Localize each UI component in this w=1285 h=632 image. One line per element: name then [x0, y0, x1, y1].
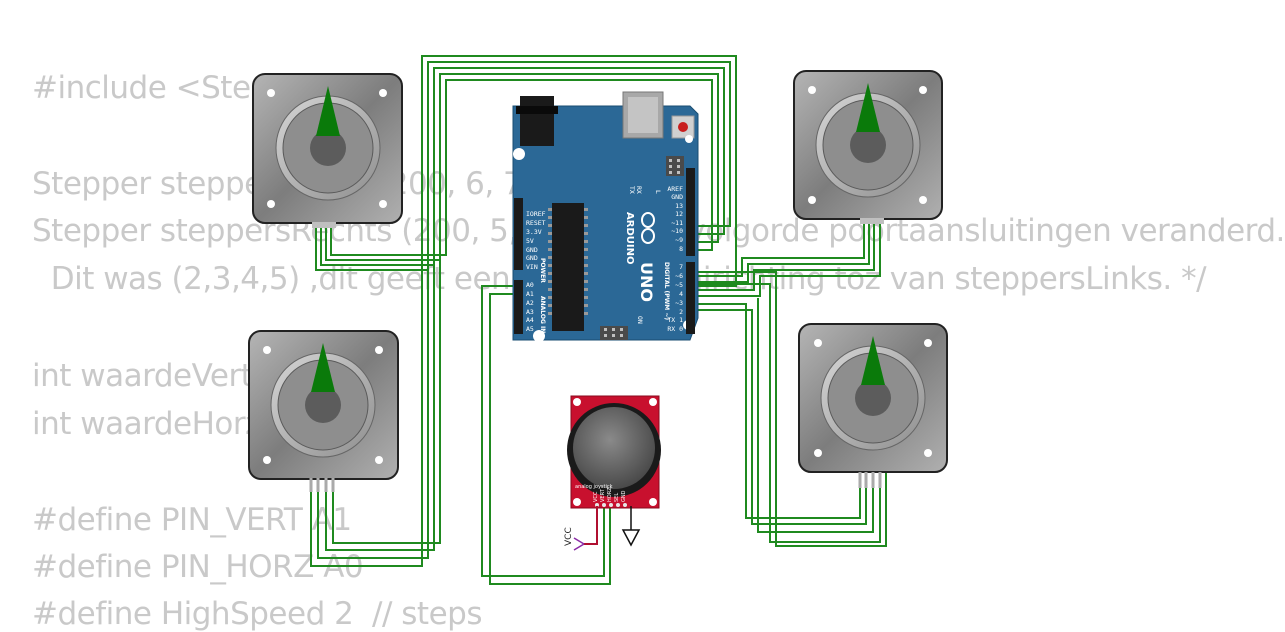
- vcc-wire: [584, 506, 598, 545]
- stepper-motor-icon: [248, 330, 399, 492]
- stepper-motor-icon: [793, 70, 943, 224]
- wire: [310, 55, 737, 567]
- vcc-symbol-icon: [573, 537, 585, 551]
- brand-label: ARDUINO: [624, 212, 635, 264]
- power-header: [514, 198, 523, 270]
- pin-label: ~9: [675, 236, 683, 244]
- on-label: ON: [636, 316, 644, 324]
- tx-label: TX: [628, 186, 636, 194]
- stepper-motor-icon: [252, 73, 403, 228]
- wire: [330, 79, 713, 256]
- wire: [325, 265, 435, 551]
- wire: [692, 309, 867, 525]
- power-jack: [520, 96, 554, 146]
- pin-label: ~3: [675, 299, 683, 307]
- pin-label: 13: [675, 202, 683, 210]
- microcontroller-chip: [552, 203, 584, 331]
- pin-label: ~10: [671, 227, 683, 235]
- wire: [489, 293, 611, 585]
- wire: [692, 303, 861, 519]
- pin-label: TX 1: [667, 316, 683, 324]
- pin-label: VERT: [600, 488, 606, 502]
- wire: [481, 285, 605, 577]
- pin-label: 2: [679, 308, 683, 316]
- model-label: UNO: [637, 262, 656, 302]
- pin-label: A5: [526, 325, 534, 333]
- power-label: POWER: [539, 258, 546, 283]
- pin-label: IOREF: [526, 210, 546, 218]
- pin-label: VIN: [526, 263, 538, 271]
- wires: [310, 55, 887, 585]
- ground-symbol-icon: [621, 506, 641, 547]
- pin-label: GND: [621, 490, 627, 502]
- stepper-motor-icon: [798, 323, 948, 488]
- digital-label: DIGITAL (PWM ~): [663, 262, 670, 320]
- joystick-pin-labels: VCC VERT HORZ SEL GND: [593, 487, 627, 502]
- analog-header: [514, 280, 523, 334]
- pin-label: RESET: [526, 219, 546, 227]
- l-label: L: [654, 190, 662, 194]
- digital-header-top: [686, 168, 695, 256]
- wire: [692, 218, 870, 283]
- joystick-label: analog joystick: [575, 484, 613, 490]
- digital-header-bottom: [686, 262, 695, 334]
- wire: [692, 218, 875, 291]
- wire: [332, 260, 441, 544]
- wire: [320, 67, 725, 266]
- wire: [757, 298, 874, 533]
- code-line: #define HighSpeed 2 // steps: [32, 596, 483, 632]
- pin-label: VCC: [593, 491, 599, 502]
- wire: [692, 218, 865, 277]
- wire: [692, 283, 881, 543]
- code-line: int waardeHorz;: [32, 406, 271, 442]
- circuit-diagram: IOREF RESET 3.3V 5V GND GND VIN A0 A1 A2…: [248, 55, 948, 585]
- wire: [317, 270, 429, 559]
- pin-label: A3: [526, 308, 534, 316]
- pin-label: 5V: [526, 237, 534, 245]
- pin-label: 12: [675, 210, 683, 218]
- code-line: Dit was (2,3,4,5) ,dit geeft een andere …: [50, 261, 1207, 297]
- pin-label: A1: [526, 290, 534, 298]
- pin-label: RX 0: [667, 325, 683, 333]
- arduino-logo-icon: [641, 212, 655, 244]
- pin-label: 8: [679, 245, 683, 253]
- wire: [692, 218, 881, 297]
- pin-label: A4: [526, 316, 534, 324]
- pin-label: 7: [679, 263, 683, 271]
- pin-label: GND: [526, 254, 538, 262]
- pin-label: GND: [671, 193, 683, 201]
- wire: [315, 61, 731, 271]
- pin-label: HORZ: [607, 487, 613, 502]
- pin-label: ~11: [671, 219, 683, 227]
- wire: [692, 271, 887, 547]
- pin-label: 3.3V: [526, 228, 542, 236]
- pin-label: ~6: [675, 272, 683, 280]
- analog-joystick-module: analog joystick VCC VERT HORZ SEL GND: [567, 395, 661, 509]
- pin-label: 4: [679, 290, 683, 298]
- pin-label: ~5: [675, 281, 683, 289]
- pin-label: A2: [526, 299, 534, 307]
- joystick-knob: [573, 407, 655, 489]
- analog-in-label: ANALOG IN: [539, 296, 546, 333]
- pin-label: AREF: [667, 185, 683, 193]
- pin-label: A0: [526, 281, 534, 289]
- code-line: int waardeVert;: [32, 358, 263, 394]
- wire: [325, 73, 719, 261]
- pin-label: GND: [526, 246, 538, 254]
- rx-label: RX: [635, 186, 643, 194]
- arduino-uno-board: IOREF RESET 3.3V 5V GND GND VIN A0 A1 A2…: [512, 91, 699, 342]
- pin-label: SEL: [614, 493, 620, 502]
- code-line: #define PIN_VERT A1: [32, 502, 352, 538]
- vcc-label: VCC: [564, 527, 574, 546]
